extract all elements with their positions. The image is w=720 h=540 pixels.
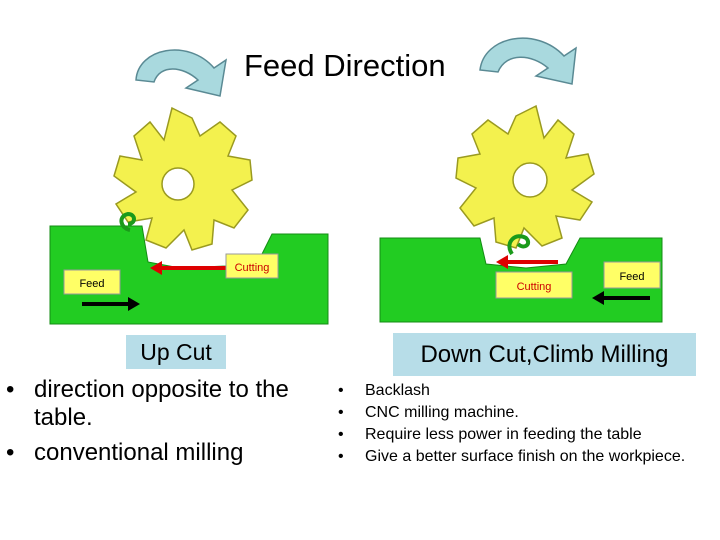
cutting-label: Cutting <box>235 262 270 274</box>
list-item: • CNC milling machine. <box>338 402 718 424</box>
bullet-icon: • <box>6 439 15 466</box>
list-item-text: Backlash <box>365 382 430 399</box>
cutter-wheel-icon <box>113 106 253 251</box>
list-item-text: CNC milling machine. <box>365 404 519 421</box>
bullet-icon: • <box>338 404 344 421</box>
list-item: • Give a better surface finish on the wo… <box>338 446 695 468</box>
list-item-text: conventional milling <box>34 439 244 466</box>
cutter-wheel-icon <box>455 104 595 249</box>
up-cut-caption: Up Cut <box>126 335 226 369</box>
down-cut-caption: Down Cut,Climb Milling <box>393 333 696 376</box>
up-cut-illustration: Cutting Feed <box>49 106 329 325</box>
page-title: Feed Direction <box>244 48 446 83</box>
bullet-icon: • <box>338 448 344 465</box>
cutting-label: Cutting <box>517 281 552 293</box>
list-item: • Backlash <box>338 380 718 402</box>
list-item-text: Give a better surface finish on the work… <box>365 448 686 465</box>
bullet-icon: • <box>338 426 344 443</box>
list-item-text: Require less power in feeding the table <box>365 426 642 443</box>
chip <box>507 234 531 256</box>
curved-arrow-icon <box>479 37 577 85</box>
up-cut-bullet-list: • direction opposite to the table. • con… <box>6 376 338 467</box>
down-cut-bullet-list: • Backlash • CNC milling machine. • Requ… <box>338 380 718 468</box>
list-item-text: direction opposite to the table. <box>34 376 289 431</box>
down-cut-illustration: Cutting Feed <box>379 104 663 323</box>
feed-label: Feed <box>619 271 644 283</box>
list-item: • Require less power in feeding the tabl… <box>338 424 718 446</box>
bullet-icon: • <box>338 382 344 399</box>
list-item: • direction opposite to the table. <box>6 376 338 432</box>
feed-label: Feed <box>79 278 104 290</box>
list-item: • conventional milling <box>6 439 338 467</box>
curved-arrow-icon <box>135 49 228 97</box>
chip <box>119 211 136 232</box>
bullet-icon: • <box>6 376 15 403</box>
